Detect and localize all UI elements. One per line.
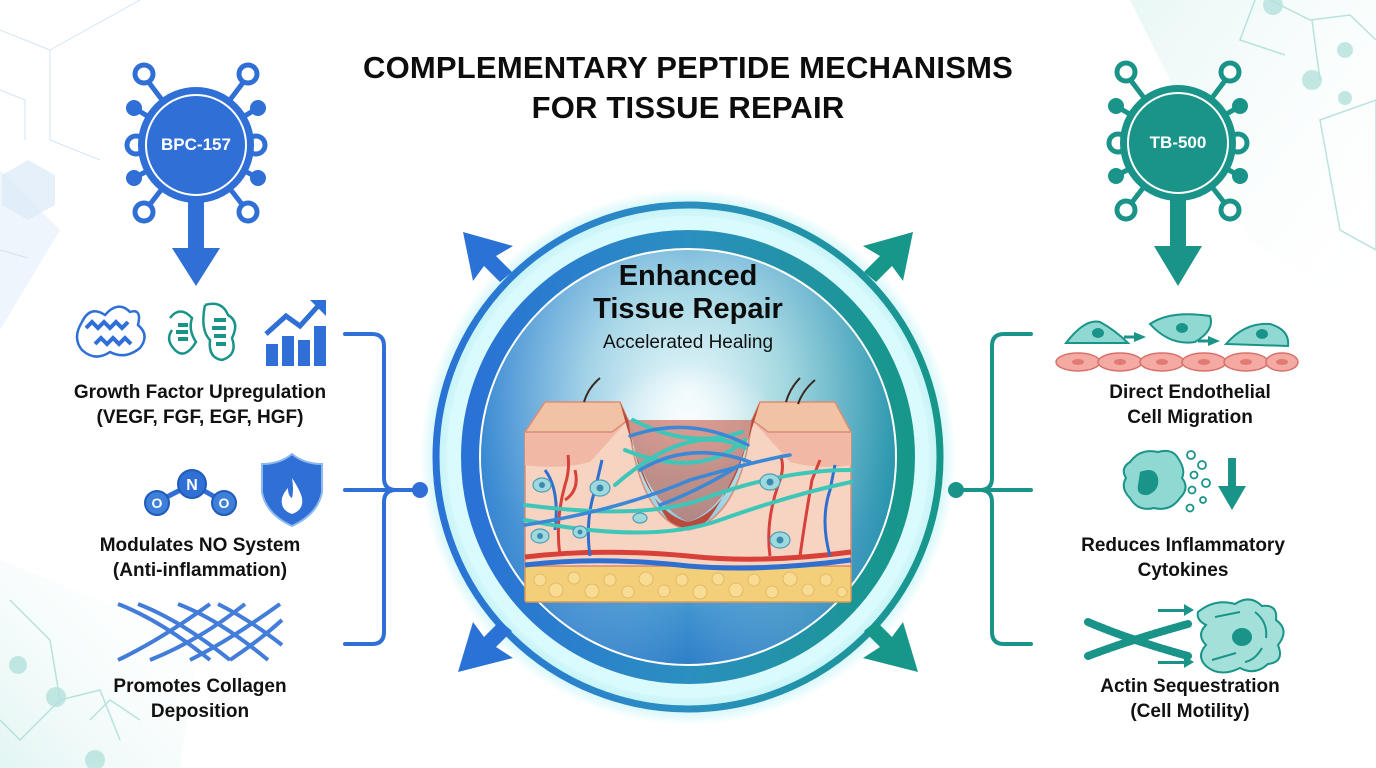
actin-filament-icon — [1084, 618, 1192, 660]
motile-cell-icon — [1196, 598, 1285, 674]
actin-arrows-icon — [1158, 604, 1194, 668]
tb500-hub-icon — [1106, 60, 1250, 286]
right-connector-node — [948, 482, 964, 498]
collagen-mesh-icon — [117, 602, 284, 662]
bpc157-hub-icon — [124, 62, 268, 286]
center-label: Enhanced Tissue Repair Accelerated Heali… — [538, 260, 838, 358]
growth-chart-icon — [264, 300, 326, 366]
mechanism-actin: Actin Sequestration (Cell Motility) — [1100, 676, 1280, 722]
cell-migration-icon — [1055, 313, 1299, 372]
center-title: Enhanced Tissue Repair — [593, 260, 783, 325]
cycle-arrows — [458, 232, 918, 672]
arrow-down-left-icon — [458, 621, 513, 672]
protein-fold-icon — [167, 302, 237, 362]
flame-shield-icon — [261, 452, 323, 528]
bpc157-label: BPC-157 — [161, 135, 231, 154]
mechanism-cell-migration: Direct Endothelial Cell Migration — [1109, 382, 1271, 428]
right-bracket-connector — [954, 332, 1033, 646]
mechanism-no-system: Modulates NO System (Anti-inflammation) — [99, 535, 301, 581]
center-subtitle: Accelerated Healing — [602, 332, 774, 353]
mechanism-cytokines: Reduces Inflammatory Cytokines — [1081, 535, 1285, 581]
title-line-1: COMPLEMENTARY PEPTIDE MECHANISMS — [363, 50, 1013, 85]
skin-wound-illustration — [523, 377, 853, 603]
arrow-up-right-icon — [863, 232, 913, 282]
left-bracket-connector — [343, 332, 422, 646]
immune-cell-icon — [1122, 449, 1211, 513]
nitric-oxide-molecule-icon — [144, 469, 237, 516]
mechanism-collagen: Promotes Collagen Deposition — [113, 676, 287, 722]
left-connector-node — [412, 482, 428, 498]
title-line-2: FOR TISSUE REPAIR — [531, 90, 845, 125]
mechanism-growth-factor: Growth Factor Upregulation (VEGF, FGF, E… — [73, 382, 327, 428]
page-title: COMPLEMENTARY PEPTIDE MECHANISMS FOR TIS… — [288, 48, 1088, 128]
down-arrow-icon — [1218, 458, 1246, 510]
tb500-label: TB-500 — [1149, 133, 1207, 152]
arrow-up-left-icon — [463, 232, 513, 282]
arrow-down-right-icon — [863, 621, 918, 672]
protein-helix-icon — [75, 305, 146, 358]
